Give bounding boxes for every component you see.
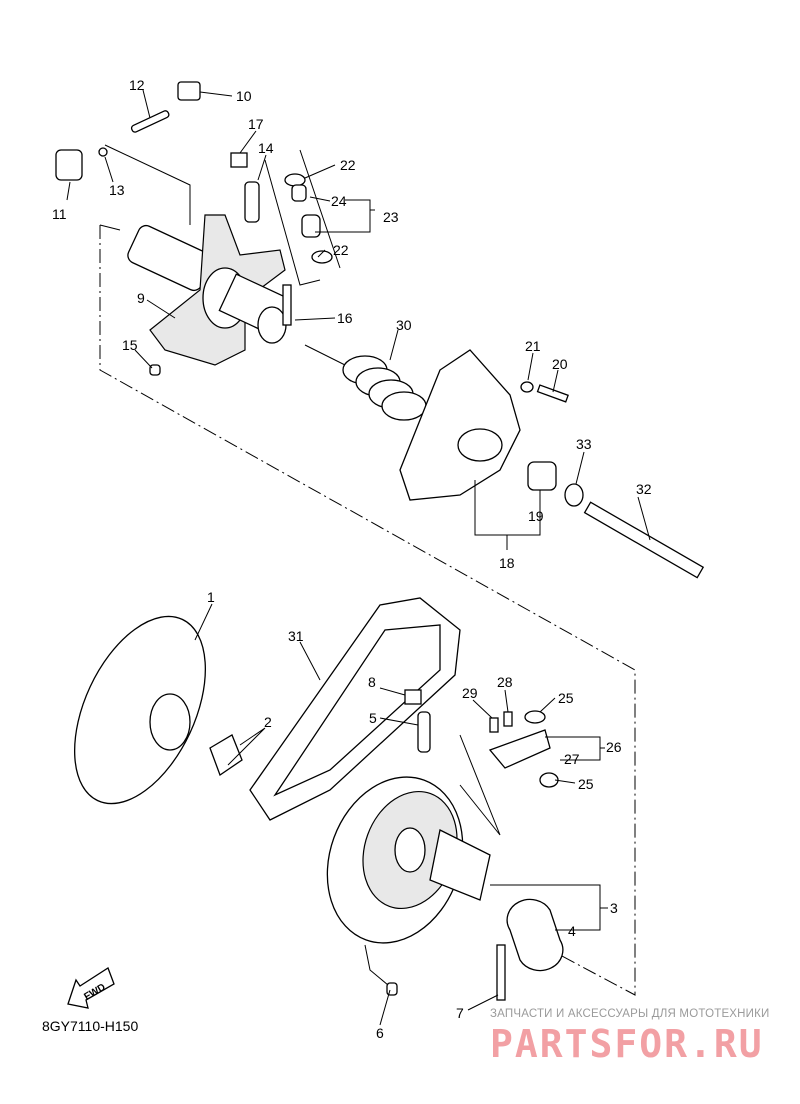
callout-32: 32 — [636, 481, 652, 497]
part-1-sheave — [73, 615, 207, 805]
part-27-weight — [488, 729, 551, 769]
belt-inner — [273, 624, 441, 797]
part-10-weight — [177, 81, 201, 101]
part-24-bushing — [301, 214, 321, 238]
callout-26: 26 — [606, 739, 622, 755]
part-29-screw — [489, 717, 499, 733]
callout-11: 11 — [52, 206, 67, 222]
leader-line — [99, 144, 191, 231]
part-21-washer — [520, 381, 534, 393]
part-32-bolt — [583, 501, 705, 579]
part-19-cam — [399, 349, 521, 501]
part-13-washer — [98, 147, 108, 157]
part-4-bearing — [506, 898, 564, 972]
callout-13: 13 — [109, 182, 125, 198]
leader-lines — [66, 89, 651, 1026]
part-25-washer — [524, 710, 546, 724]
callout-31: 31 — [288, 628, 304, 644]
callout-8: 8 — [368, 674, 376, 690]
leader-line — [459, 734, 501, 836]
part-7-bolt — [496, 944, 506, 1001]
part-15-cap — [149, 364, 161, 376]
part-2-collar — [209, 734, 243, 777]
part-11-slider — [55, 149, 83, 181]
callout-12: 12 — [129, 77, 145, 93]
callout-20: 20 — [552, 356, 568, 372]
callout-28: 28 — [497, 674, 513, 690]
callout-14: 14 — [258, 140, 274, 156]
callout-6: 6 — [376, 1025, 384, 1041]
cam-bore — [457, 428, 503, 462]
part-5-collar — [417, 711, 431, 753]
callout-9: 9 — [137, 290, 145, 306]
callout-10: 10 — [236, 88, 252, 104]
part-9-sheave-shaft — [127, 214, 292, 366]
callout-27: 27 — [564, 751, 580, 767]
fwd-arrow-icon: FWD — [67, 967, 115, 1009]
callout-16: 16 — [337, 310, 353, 326]
callout-1: 1 — [207, 589, 215, 605]
part-20-bolt — [536, 384, 569, 403]
callout-25: 25 — [558, 690, 574, 706]
callout-24: 24 — [331, 193, 347, 209]
part-17-nut — [230, 152, 248, 168]
callout-7: 7 — [456, 1005, 464, 1021]
part-28-screw — [503, 711, 513, 727]
assembly-boundary-line — [99, 225, 636, 996]
callout-3: 3 — [610, 900, 618, 916]
part-22-washer — [284, 173, 306, 187]
callout-19: 19 — [528, 508, 544, 524]
part-22-washer — [311, 250, 333, 264]
part-14-collar — [244, 181, 260, 223]
callout-22: 22 — [340, 157, 356, 173]
part-19-bushing — [527, 461, 557, 491]
part-30-spring — [342, 355, 427, 421]
callout-33: 33 — [576, 436, 592, 452]
bracket-18 — [474, 480, 541, 550]
leader-line — [264, 149, 341, 286]
callout-2: 2 — [264, 714, 272, 730]
callout-29: 29 — [462, 685, 478, 701]
leader-line — [364, 944, 389, 986]
callout-5: 5 — [369, 710, 377, 726]
part-3-sheave — [326, 776, 491, 944]
callout-15: 15 — [122, 337, 138, 353]
part-12-pin — [130, 110, 170, 133]
callout-18: 18 — [499, 555, 515, 571]
callout-25: 25 — [578, 776, 594, 792]
callout-4: 4 — [568, 923, 576, 939]
part-24-bushing — [291, 184, 307, 202]
callout-30: 30 — [396, 317, 412, 333]
watermark-brand: PARTSFOR.RU — [490, 1022, 764, 1066]
part-33-washer — [564, 483, 584, 507]
callout-23: 23 — [383, 209, 399, 225]
diagram-code: 8GY7110-H150 — [42, 1018, 139, 1034]
part-16-bolt — [282, 284, 292, 326]
leader-line — [304, 344, 346, 366]
watermark-tagline: ЗАПЧАСТИ И АКСЕССУАРЫ ДЛЯ МОТОТЕХНИКИ — [490, 1008, 770, 1020]
callout-22: 22 — [333, 242, 349, 258]
callout-21: 21 — [525, 338, 541, 354]
callout-17: 17 — [248, 116, 264, 132]
part-8-nut — [404, 689, 422, 705]
part-6-cap — [386, 982, 398, 996]
